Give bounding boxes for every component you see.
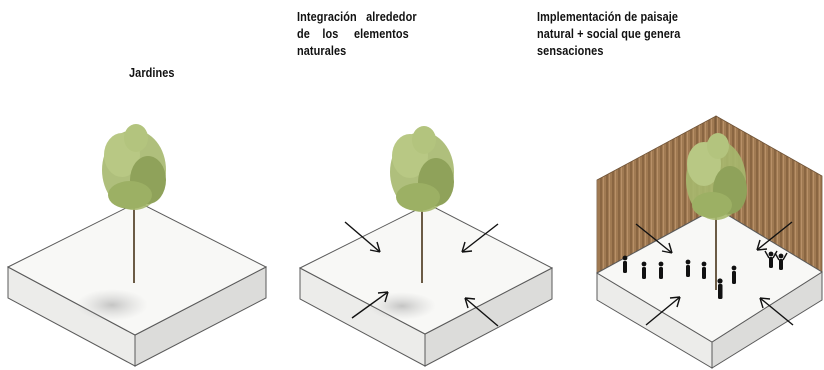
caption-line: Integración alrededor (297, 9, 417, 24)
arrow-icon (759, 297, 771, 309)
caption-line: Implementación de paisaje (537, 9, 679, 24)
panel-integracion (298, 126, 554, 367)
caption-line: naturales (297, 43, 347, 58)
arrow-icon (351, 291, 389, 319)
caption-line: sensaciones (537, 43, 604, 58)
person-icon (658, 261, 664, 279)
caption-line: Jardines (129, 65, 175, 80)
people (622, 250, 788, 299)
arrows (635, 221, 794, 326)
arrow-icon (461, 223, 499, 253)
arrow-icon (759, 297, 794, 326)
person-icon (731, 265, 737, 284)
tree-shadow (76, 289, 148, 321)
person-icon (622, 255, 628, 273)
arrow-icon (661, 242, 673, 254)
person-icon (717, 278, 723, 299)
tree (686, 133, 747, 290)
arrow-icon (369, 241, 381, 253)
arrow-icon (756, 239, 768, 251)
tree (102, 124, 166, 283)
arrow-icon (464, 297, 499, 327)
caption-integracion: Integración alrededor de los elementos n… (297, 8, 417, 59)
arrow-icon (669, 296, 681, 308)
arrow-icon (344, 221, 381, 253)
arrow-icon (635, 223, 673, 254)
person-icon (685, 259, 691, 277)
arrows (344, 221, 499, 327)
platform-top (595, 207, 823, 343)
panel-implementacion (595, 115, 823, 369)
arrow-icon (756, 221, 793, 251)
tree (390, 126, 454, 283)
caption-line: de los elementos (297, 26, 409, 41)
tree-shadow (368, 292, 436, 320)
arrow-icon (645, 296, 681, 326)
person-icon (641, 261, 647, 279)
caption-implementacion: Implementación de paisaje natural + soci… (537, 8, 680, 59)
panel-jardines (6, 124, 268, 367)
person-icon (774, 252, 788, 270)
arrow-icon (461, 241, 473, 253)
caption-jardines: Jardines (129, 64, 175, 81)
person-icon (701, 261, 707, 279)
person-icon (764, 250, 778, 268)
caption-line: natural + social que genera (537, 26, 681, 41)
arrow-icon (377, 291, 389, 303)
arrow-icon (464, 297, 476, 309)
